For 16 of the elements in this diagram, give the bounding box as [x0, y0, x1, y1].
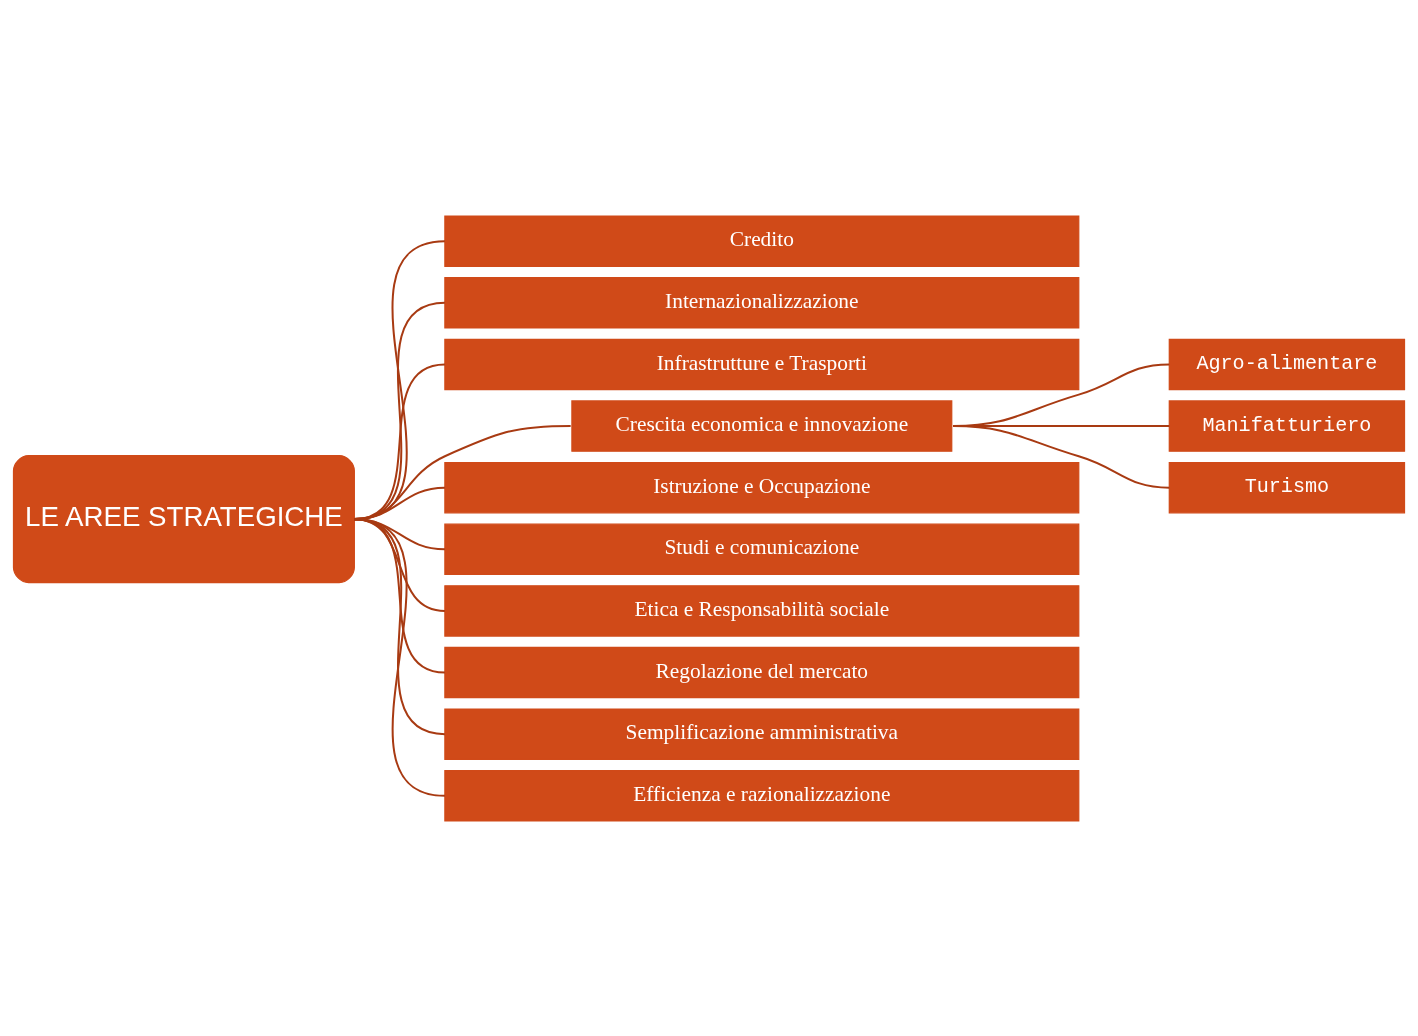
node-box: Internazionalizzazione: [444, 276, 1080, 329]
node-box: Infrastrutture e Trasporti: [444, 338, 1080, 390]
node-box: Regolazione del mercato: [444, 646, 1080, 698]
node-box: Credito: [444, 214, 1080, 267]
node-box: Etica e Responsabilità sociale: [444, 584, 1080, 637]
connector: [354, 517, 446, 797]
node-box: Agro-alimentare: [1168, 338, 1406, 390]
connector: [952, 424, 1170, 489]
node-box: Crescita economica e innovazione: [571, 399, 953, 452]
node-box: Studi e comunicazione: [444, 523, 1080, 575]
node-box: Efficienza e razionalizzazione: [444, 769, 1080, 822]
node-box: Istruzione e Occupazione: [444, 461, 1080, 513]
node-box: Turismo: [1168, 461, 1406, 513]
node-box: Manifatturiero: [1168, 399, 1406, 452]
node-box: Semplificazione amministrativa: [444, 707, 1080, 760]
node-box: LE AREE STRATEGICHE: [12, 454, 355, 583]
